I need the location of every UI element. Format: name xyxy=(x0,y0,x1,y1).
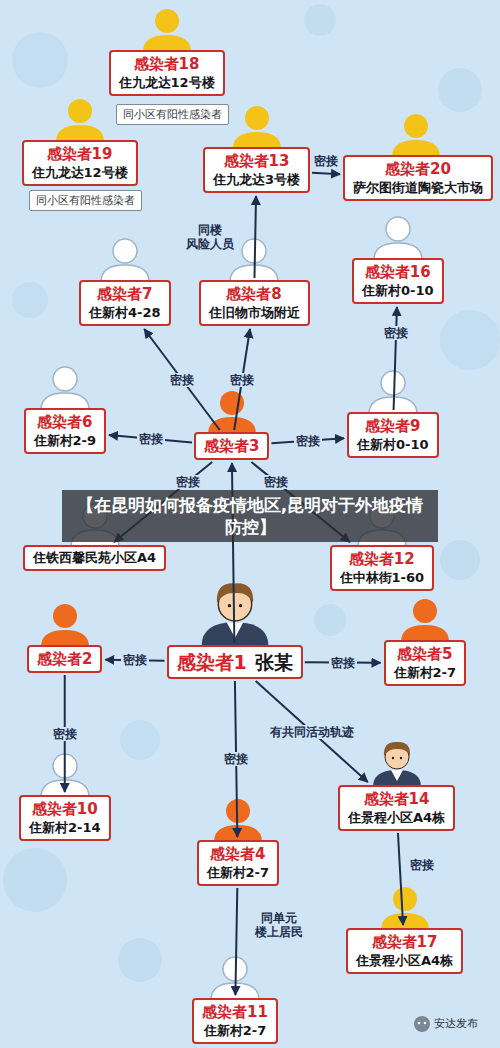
edge-label: 同楼 风险人员 xyxy=(181,223,240,251)
case-title: 感染者6 xyxy=(34,412,97,432)
case-box: 感染者18住九龙达12号楼 xyxy=(109,50,225,96)
case-title: 感染者20 xyxy=(353,159,483,179)
person-icon xyxy=(41,391,449,842)
edge-label: 密接 xyxy=(294,434,322,448)
case-detail: 住新村4-28 xyxy=(89,304,161,322)
edge-label: 密接 xyxy=(312,154,340,168)
case-box: 感染者19住九龙达12号楼 xyxy=(22,140,138,186)
case-box: 住铁西馨民苑小区A4 xyxy=(23,545,166,571)
case-box: 感染者9住新村0-10 xyxy=(347,412,439,458)
watermark: 安达发布 xyxy=(434,1017,478,1031)
case-box: 感染者10住新村2-14 xyxy=(19,795,111,841)
case-title: 感染者7 xyxy=(89,284,161,304)
case-box: 感染者7住新村4-28 xyxy=(79,280,171,326)
case-title: 感染者18 xyxy=(119,54,215,74)
case-title: 感染者16 xyxy=(362,262,434,282)
case-detail: 住九龙达3号楼 xyxy=(213,171,300,189)
case-detail: 住中林街1-60 xyxy=(340,569,425,587)
edge-label: 密接 xyxy=(121,653,149,667)
case-box: 感染者5住新村2-7 xyxy=(384,640,467,686)
edge-label: 密接 xyxy=(228,373,256,387)
case-box: 感染者12住中林街1-60 xyxy=(330,545,435,591)
case-detail: 张某 xyxy=(255,649,293,675)
case-title: 感染者5 xyxy=(394,644,457,664)
case-title: 感染者12 xyxy=(340,549,425,569)
contact-arrow xyxy=(256,681,368,782)
case-title: 感染者3 xyxy=(204,436,259,456)
case-box: 感染者17住景程小区A4栋 xyxy=(346,928,463,974)
case-detail: 住新村0-10 xyxy=(357,436,429,454)
case-title: 感染者17 xyxy=(356,932,453,952)
contact-arrow xyxy=(144,329,220,430)
case-box: 感染者16住新村0-10 xyxy=(352,258,444,304)
case-detail: 住新村2-7 xyxy=(202,1022,268,1040)
case-box: 感染者1 张某 xyxy=(167,645,303,679)
edge-label: 密接 xyxy=(137,432,165,446)
contact-arrow xyxy=(312,173,340,174)
case-detail: 住新村2-7 xyxy=(207,864,270,882)
edge-label: 密接 xyxy=(382,326,410,340)
case-title: 感染者4 xyxy=(207,844,270,864)
edge-label: 同单元 楼上居民 xyxy=(249,911,308,939)
case-detail: 住铁西馨民苑小区A4 xyxy=(33,549,156,567)
case-box: 感染者11住新村2-7 xyxy=(192,998,278,1044)
note-box: 同小区有阳性感染者 xyxy=(29,190,142,211)
case-detail: 住新村0-10 xyxy=(362,282,434,300)
case-title: 感染者14 xyxy=(348,789,445,809)
case-detail: 住景程小区A4栋 xyxy=(356,952,453,970)
edge-label: 有共同活动轨迹 xyxy=(268,725,356,739)
case-box: 感染者14住景程小区A4栋 xyxy=(338,785,455,831)
case-detail: 住九龙达12号楼 xyxy=(119,74,215,92)
case-title: 感染者11 xyxy=(202,1002,268,1022)
case-title: 感染者8 xyxy=(209,284,300,304)
case-title: 感染者1 xyxy=(177,649,247,675)
note-text: 同小区有阳性感染者 xyxy=(36,193,135,208)
note-text: 同小区有阳性感染者 xyxy=(123,107,222,122)
edge-label: 密接 xyxy=(222,752,250,766)
case-box: 感染者4住新村2-7 xyxy=(197,840,280,886)
edge-label: 密接 xyxy=(329,656,357,670)
contact-arrow xyxy=(394,307,397,410)
edge-label: 密接 xyxy=(262,475,290,489)
edge-label: 密接 xyxy=(174,475,202,489)
case-box: 感染者8住旧物市场附近 xyxy=(199,280,310,326)
case-box: 感染者2 xyxy=(27,645,102,673)
case-title: 感染者13 xyxy=(213,151,300,171)
wechat-icon xyxy=(414,1016,430,1032)
title-banner: 【在昆明如何报备疫情地区,昆明对于外地疫情防控】 xyxy=(62,490,438,542)
case-title: 感染者19 xyxy=(32,144,128,164)
case-title: 感染者9 xyxy=(357,416,429,436)
case-detail: 住新村2-9 xyxy=(34,432,97,450)
case-title: 感染者10 xyxy=(29,799,101,819)
case-detail: 住新村2-14 xyxy=(29,819,101,837)
case-box: 感染者20萨尔图街道陶瓷大市场 xyxy=(343,155,493,201)
case-detail: 萨尔图街道陶瓷大市场 xyxy=(353,179,483,197)
person-icon xyxy=(41,217,422,1000)
edge-label: 密接 xyxy=(51,727,79,741)
edge-label: 密接 xyxy=(168,373,196,387)
edge-label: 密接 xyxy=(408,858,436,872)
case-detail: 住景程小区A4栋 xyxy=(348,809,445,827)
contact-arrow xyxy=(398,833,403,925)
case-box: 感染者13住九龙达3号楼 xyxy=(203,147,310,193)
case-detail: 住九龙达12号楼 xyxy=(32,164,128,182)
virus-watermark xyxy=(3,4,500,982)
case-detail: 住新村2-7 xyxy=(394,664,457,682)
note-box: 同小区有阳性感染者 xyxy=(116,104,229,125)
case-box: 感染者3 xyxy=(194,432,269,460)
case-detail: 住旧物市场附近 xyxy=(209,304,300,322)
contact-arrow xyxy=(235,888,237,995)
contact-arrow xyxy=(254,196,256,278)
case-title: 感染者2 xyxy=(37,649,92,669)
case-box: 感染者6住新村2-9 xyxy=(24,408,107,454)
